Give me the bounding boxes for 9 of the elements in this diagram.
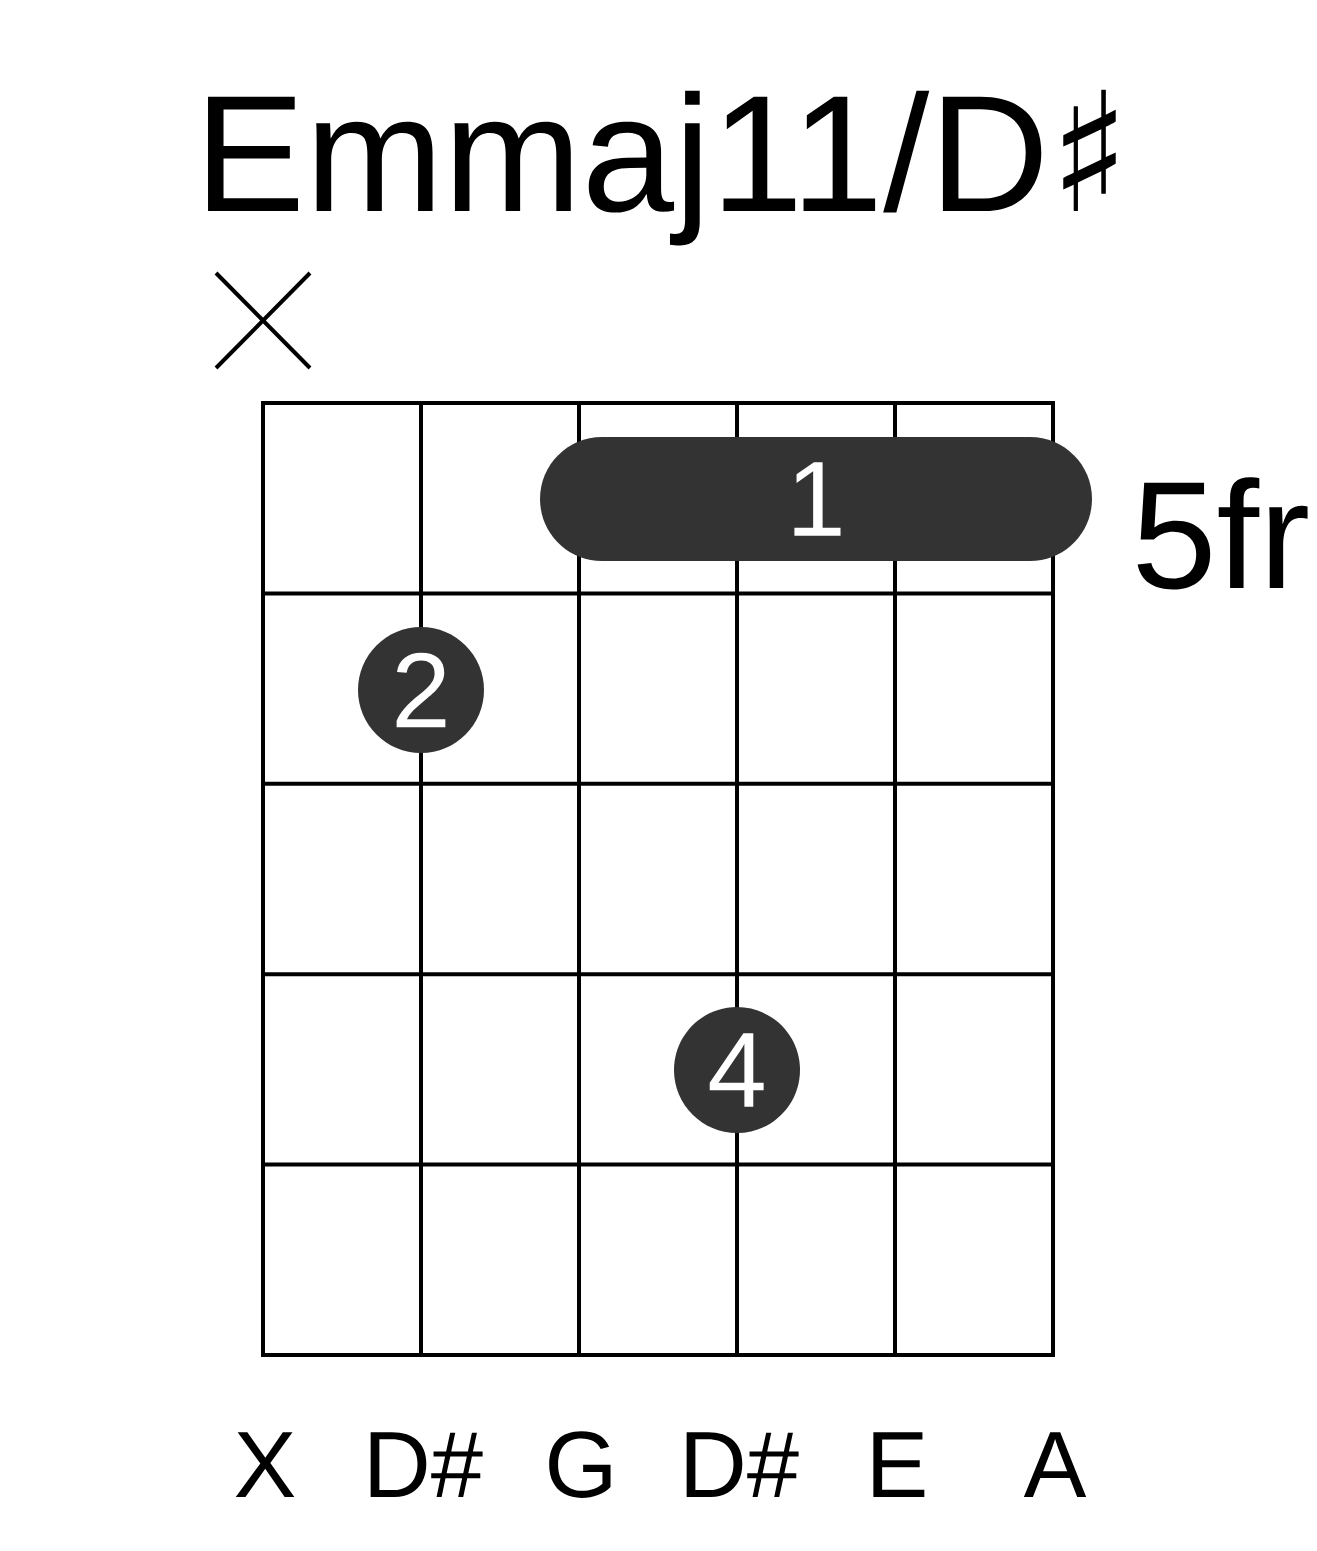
- note-name: G: [549, 1431, 611, 1498]
- note-name: D#: [686, 1432, 799, 1497]
- note-name: A: [1023, 1432, 1087, 1497]
- barre-bar: 1: [540, 437, 1092, 561]
- chord-title: Emmaj11/D♯: [208, 89, 1116, 246]
- note-name: D#: [370, 1432, 483, 1497]
- note-name: X: [235, 1432, 295, 1497]
- note-name: E: [873, 1432, 925, 1497]
- fret-number: 5fr: [1137, 477, 1308, 590]
